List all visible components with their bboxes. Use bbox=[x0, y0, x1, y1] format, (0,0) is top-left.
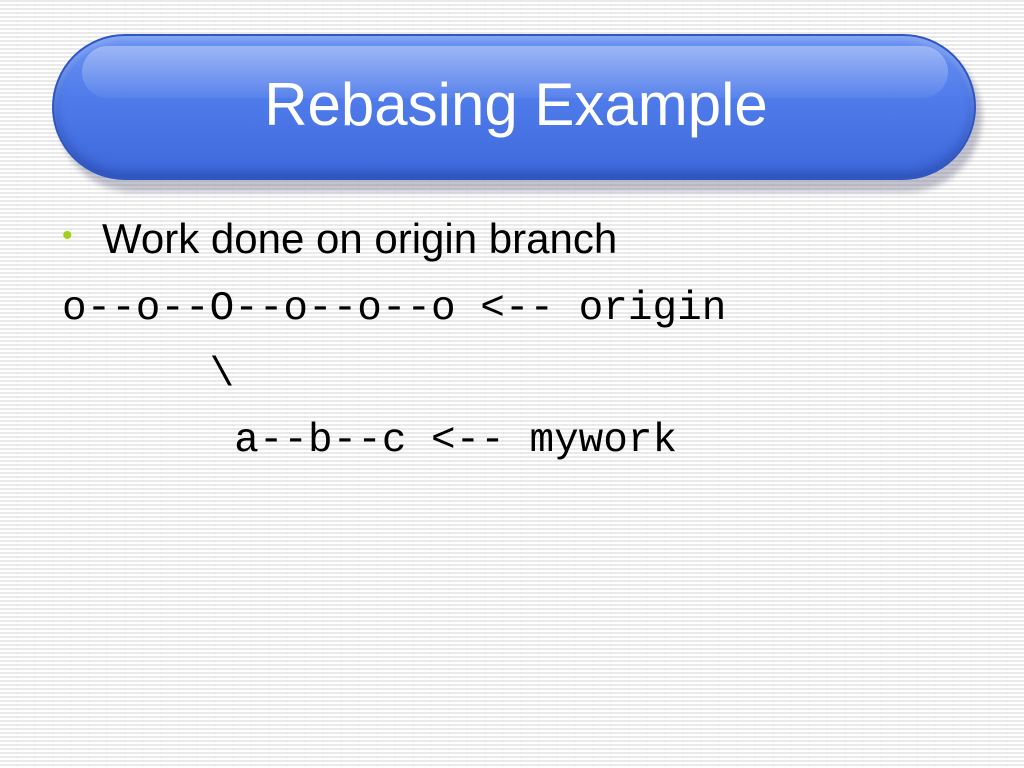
bullet-text: Work done on origin branch bbox=[102, 215, 618, 262]
title-bar-gloss bbox=[82, 46, 948, 98]
bullet-dot-icon: • bbox=[62, 219, 73, 252]
slide-title: Rebasing Example bbox=[264, 71, 768, 138]
bullet-item: • Work done on origin branch bbox=[62, 214, 617, 264]
commit-graph: o--o--O--o--o--o <-- origin \ a--b--c <-… bbox=[62, 276, 726, 474]
commit-graph-line-origin: o--o--O--o--o--o <-- origin bbox=[62, 286, 727, 332]
commit-graph-line-mywork: a--b--c <-- mywork bbox=[62, 418, 678, 464]
commit-graph-line-branch: \ bbox=[62, 352, 235, 398]
title-bar: Rebasing Example bbox=[52, 34, 976, 180]
